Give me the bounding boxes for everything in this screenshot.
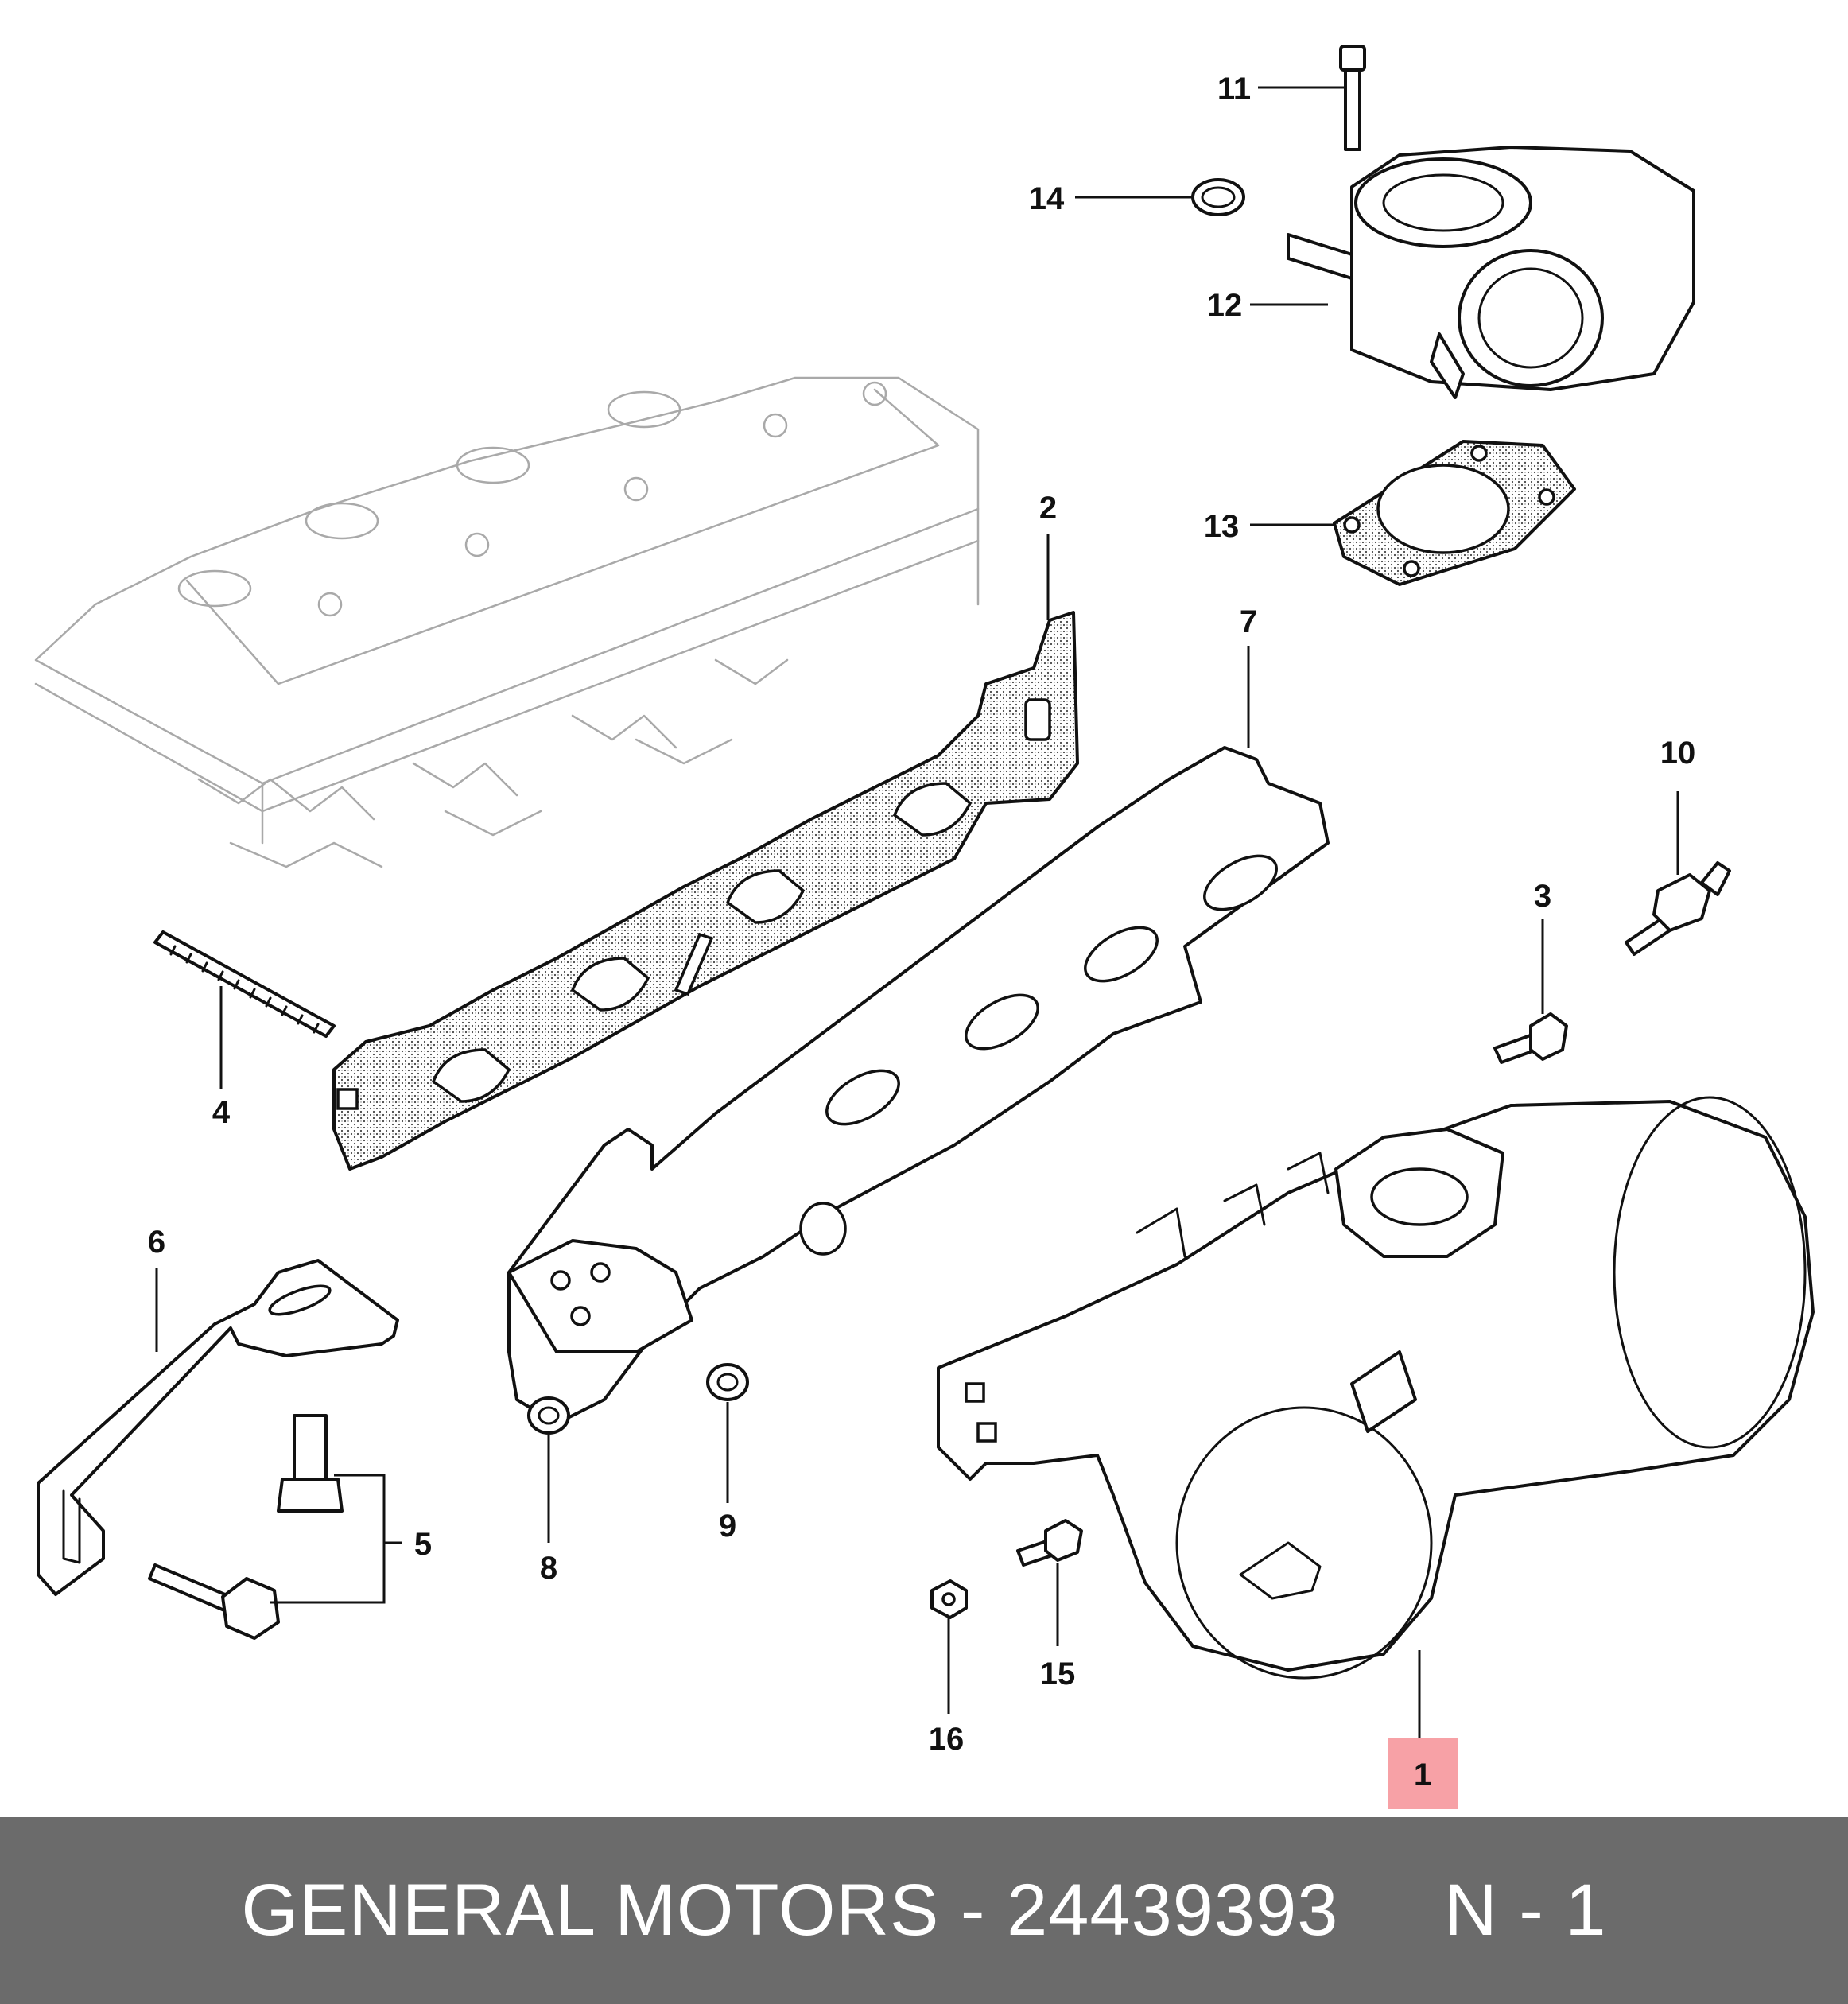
callout-14: 14 xyxy=(1029,181,1065,216)
footer-part-number-text: GENERAL MOTORS - 24439393 N - 1 xyxy=(241,1870,1607,1951)
exploded-parts-diagram: 1 2 3 4 5 6 7 8 9 10 11 12 13 14 15 16 xyxy=(34,45,1815,1809)
callout-8: 8 xyxy=(540,1551,557,1586)
part-9-washer xyxy=(706,1363,749,1401)
part-16-nut xyxy=(930,1579,968,1619)
callout-9: 9 xyxy=(719,1509,736,1544)
callout-1: 1 xyxy=(1414,1757,1431,1792)
leader-lines xyxy=(155,86,1679,1742)
part-6-bracket xyxy=(37,1259,399,1596)
part-15-bolt xyxy=(1016,1519,1083,1567)
callout-2: 2 xyxy=(1039,491,1057,526)
callout-11: 11 xyxy=(1217,72,1251,107)
callout-12: 12 xyxy=(1207,288,1243,323)
part-12-throttle-body xyxy=(1287,146,1695,399)
callout-13: 13 xyxy=(1204,509,1240,544)
part-7-exhaust-manifold xyxy=(507,746,1330,1425)
callout-labels: 1 2 3 4 5 6 7 8 9 10 11 12 13 14 15 16 xyxy=(148,72,1695,1792)
callout-3: 3 xyxy=(1534,879,1551,914)
part-8-washer xyxy=(527,1396,570,1435)
part-5-bolts xyxy=(148,1414,344,1640)
footer-bar: GENERAL MOTORS - 24439393 N - 1 xyxy=(0,1817,1848,2004)
part-2-manifold-gasket xyxy=(332,611,1079,1171)
callout-16: 16 xyxy=(929,1722,965,1757)
callout-4: 4 xyxy=(212,1095,231,1130)
callout-5: 5 xyxy=(414,1527,432,1562)
callout-6: 6 xyxy=(148,1225,165,1260)
callout-10: 10 xyxy=(1660,736,1696,771)
callout-7: 7 xyxy=(1240,604,1257,639)
part-4-stud xyxy=(153,930,336,1038)
part-3-bolt xyxy=(1493,1012,1568,1064)
cylinder-head-ghost xyxy=(34,376,980,868)
callout-15: 15 xyxy=(1040,1656,1076,1691)
part-13-gasket xyxy=(1333,440,1576,586)
part-14-hose-clamp xyxy=(1191,178,1245,216)
part-11-bolt xyxy=(1339,45,1366,151)
callout-1-highlight xyxy=(1388,1738,1458,1809)
part-10-sensor xyxy=(1625,861,1731,956)
part-1-intake-manifold xyxy=(937,1096,1815,1680)
